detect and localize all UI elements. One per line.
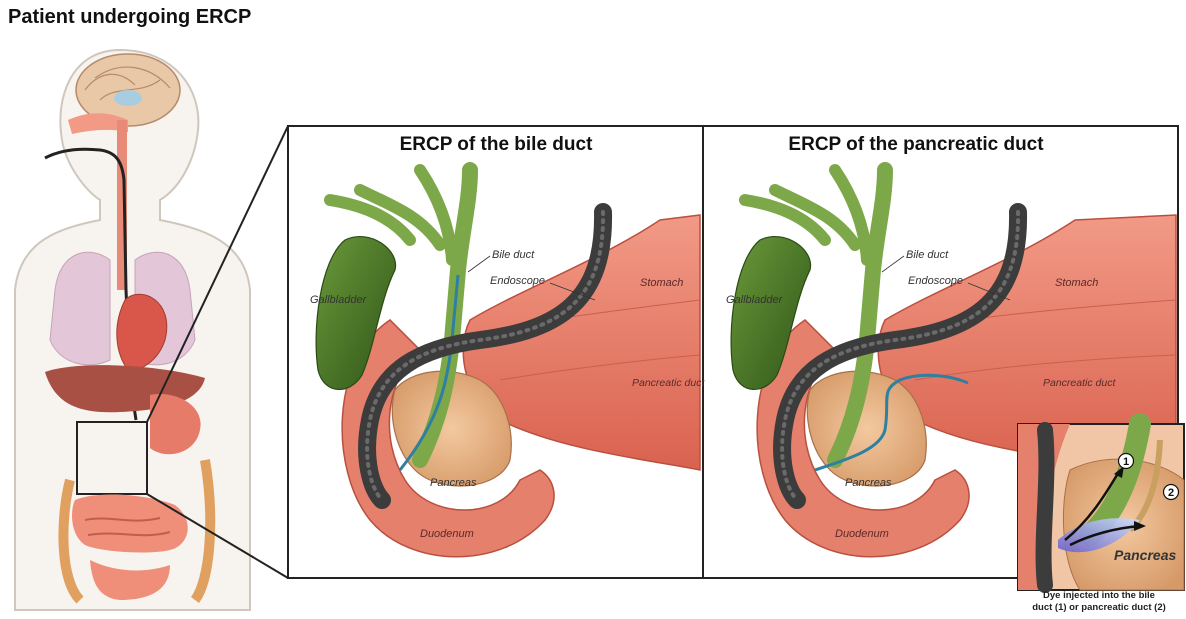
label-stomach: Stomach <box>1055 277 1098 289</box>
label-pancreatic-duct: Pancreatic duct <box>1043 377 1116 389</box>
label-endoscope: Endoscope <box>490 275 545 287</box>
dye-inset: 1 2 Pancreas <box>1018 424 1184 590</box>
label-bile-duct: Bile duct <box>492 249 535 261</box>
label-pancreas: Pancreas <box>430 477 477 489</box>
marker-1: 1 <box>1123 456 1129 468</box>
panel-title: ERCP of the pancreatic duct <box>788 134 1044 155</box>
label-bile-duct: Bile duct <box>906 249 949 261</box>
caption-line-1: Dye injected into the bile <box>1012 590 1186 602</box>
label-duodenum: Duodenum <box>835 528 889 540</box>
caption-line-2: duct (1) or pancreatic duct (2) <box>1012 602 1186 614</box>
label-pancreatic-duct: Pancreatic duct <box>632 377 705 389</box>
label-gallbladder: Gallbladder <box>726 294 784 306</box>
label-duodenum: Duodenum <box>420 528 474 540</box>
panel-title: ERCP of the bile duct <box>400 134 594 155</box>
label-pancreas: Pancreas <box>845 477 892 489</box>
label-gallbladder: Gallbladder <box>310 294 368 306</box>
patient-figure <box>15 50 250 610</box>
marker-2: 2 <box>1168 487 1174 499</box>
inset-caption: Dye injected into the bile duct (1) or p… <box>1012 590 1186 614</box>
inset-label-pancreas: Pancreas <box>1114 547 1176 563</box>
label-endoscope: Endoscope <box>908 275 963 287</box>
label-stomach: Stomach <box>640 277 683 289</box>
